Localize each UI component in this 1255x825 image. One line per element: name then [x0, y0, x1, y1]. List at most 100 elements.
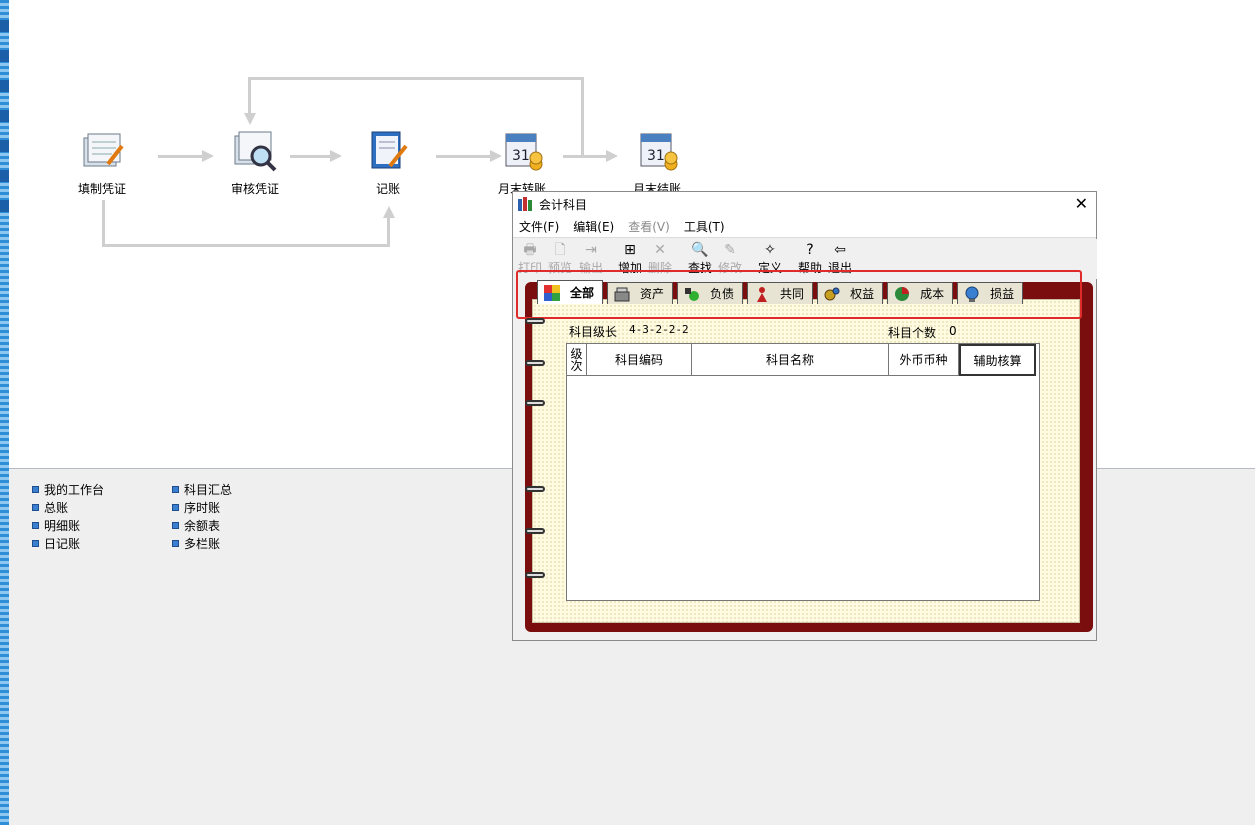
- strip-segment: [0, 170, 9, 182]
- flow-line: [102, 200, 105, 246]
- people-icon: [754, 286, 770, 302]
- menu-tools[interactable]: 工具(T): [683, 220, 725, 234]
- category-tabs: 全部 资产 负债 共同 权益 成本 损益: [537, 280, 1027, 304]
- flow-arrow: [244, 113, 256, 125]
- flow-arrow: [330, 150, 342, 162]
- bullet-icon: [172, 485, 179, 493]
- tab-label: 负债: [710, 287, 735, 301]
- quick-link[interactable]: 余额表: [172, 516, 232, 534]
- level-length-value: 4-3-2-2-2: [629, 323, 689, 336]
- flow-line: [158, 155, 204, 158]
- tab-equity[interactable]: 权益: [817, 282, 884, 304]
- magnifier-doc-icon: [231, 128, 279, 176]
- cash-register-icon: [614, 286, 630, 302]
- tab-label: 资产: [640, 287, 665, 301]
- printer-icon: 🖶: [523, 242, 537, 258]
- quick-link[interactable]: 明细账: [32, 516, 104, 534]
- quick-link-label: 科目汇总: [184, 482, 233, 497]
- subjects-grid[interactable]: 级次 科目编码 科目名称 外币币种 辅助核算: [566, 343, 1040, 601]
- quick-links-col1: 我的工作台 总账 明细账 日记账: [32, 480, 104, 552]
- svg-text:31: 31: [512, 148, 530, 164]
- flow-line: [102, 244, 390, 247]
- spiral-ring: [525, 318, 545, 324]
- menu-view[interactable]: 查看(V): [628, 220, 670, 234]
- left-edge-strip: [0, 0, 9, 825]
- gears-icon: [824, 286, 840, 302]
- quick-link-label: 明细账: [44, 518, 81, 533]
- flow-arrow: [606, 150, 618, 162]
- subject-count-label: 科目个数: [888, 326, 937, 340]
- globe-icon: [964, 286, 980, 302]
- flow-node-label: 记账: [375, 182, 400, 196]
- tab-common[interactable]: 共同: [747, 282, 814, 304]
- colorful-blocks-icon: [544, 284, 560, 301]
- liability-icon: [684, 286, 700, 302]
- quick-link-label: 序时账: [184, 500, 221, 515]
- tab-all[interactable]: 全部: [537, 280, 604, 304]
- flow-line: [248, 77, 251, 115]
- subject-count-value: 0: [949, 324, 957, 338]
- tabs-highlight-box: [516, 270, 1082, 319]
- flow-arrow: [383, 206, 395, 218]
- flow-arrow: [202, 150, 214, 162]
- tab-profit-loss[interactable]: 损益: [957, 282, 1024, 304]
- strip-segment: [0, 50, 9, 62]
- voucher-pen-icon: [78, 128, 126, 176]
- strip-segment: [0, 80, 9, 92]
- flow-node-review-voucher[interactable]: 审核凭证: [215, 128, 295, 197]
- col-header-level[interactable]: 级次: [567, 344, 587, 376]
- level-length-label: 科目级长: [569, 325, 618, 339]
- export-icon: ⇥: [585, 242, 597, 258]
- tab-cost[interactable]: 成本: [887, 282, 954, 304]
- bullet-icon: [32, 503, 39, 511]
- quick-link-label: 余额表: [184, 518, 221, 533]
- col-header-name[interactable]: 科目名称: [692, 344, 889, 376]
- quick-link[interactable]: 总账: [32, 498, 104, 516]
- new-doc-icon: ⊞: [624, 242, 636, 258]
- quick-link[interactable]: 序时账: [172, 498, 232, 516]
- quick-link-label: 多栏账: [184, 536, 221, 551]
- tab-label: 共同: [780, 287, 805, 301]
- col-header-auxiliary[interactable]: 辅助核算: [959, 344, 1036, 376]
- flow-node-month-end-close[interactable]: 31 月末结账: [617, 128, 697, 197]
- window-title: 会计科目: [539, 197, 588, 212]
- tab-assets[interactable]: 资产: [607, 282, 674, 304]
- flow-node-month-end-transfer[interactable]: 31 月末转账: [482, 128, 562, 197]
- window-titlebar[interactable]: 会计科目 ✕: [513, 192, 1096, 216]
- header-label: 科目编码: [614, 353, 663, 367]
- flow-line: [563, 155, 608, 158]
- tab-liabilities[interactable]: 负债: [677, 282, 744, 304]
- quick-link[interactable]: 科目汇总: [172, 480, 232, 498]
- quick-link[interactable]: 日记账: [32, 534, 104, 552]
- find-icon: 🔍: [691, 242, 709, 258]
- strip-segment: [0, 20, 9, 32]
- flow-node-post[interactable]: 记账: [348, 128, 428, 197]
- edit-icon: ✎: [724, 242, 736, 258]
- quick-link[interactable]: 我的工作台: [32, 480, 104, 498]
- flow-line: [581, 77, 584, 157]
- close-icon[interactable]: ✕: [1074, 194, 1088, 213]
- bullet-icon: [32, 521, 39, 529]
- quick-link-label: 日记账: [44, 536, 81, 551]
- col-header-currency[interactable]: 外币币种: [889, 344, 959, 376]
- bullet-icon: [32, 485, 39, 493]
- menu-bar: 文件(F) 编辑(E) 查看(V) 工具(T): [513, 216, 1096, 238]
- bullet-icon: [172, 503, 179, 511]
- menu-edit[interactable]: 编辑(E): [573, 220, 615, 234]
- col-header-code[interactable]: 科目编码: [587, 344, 692, 376]
- spiral-ring: [525, 360, 545, 366]
- svg-text:31: 31: [647, 148, 665, 164]
- flow-line: [436, 155, 492, 158]
- bullet-icon: [32, 539, 39, 547]
- tab-label: 全部: [570, 286, 595, 300]
- tab-label: 成本: [920, 287, 945, 301]
- header-label: 级次: [570, 346, 583, 373]
- strip-segment: [0, 200, 9, 212]
- flow-node-fill-voucher[interactable]: 填制凭证: [62, 128, 142, 197]
- pie-chart-icon: [894, 286, 910, 302]
- flow-line: [290, 155, 332, 158]
- header-label: 外币币种: [899, 353, 948, 367]
- flow-node-label: 审核凭证: [230, 182, 279, 196]
- quick-link[interactable]: 多栏账: [172, 534, 232, 552]
- menu-file[interactable]: 文件(F): [519, 220, 560, 234]
